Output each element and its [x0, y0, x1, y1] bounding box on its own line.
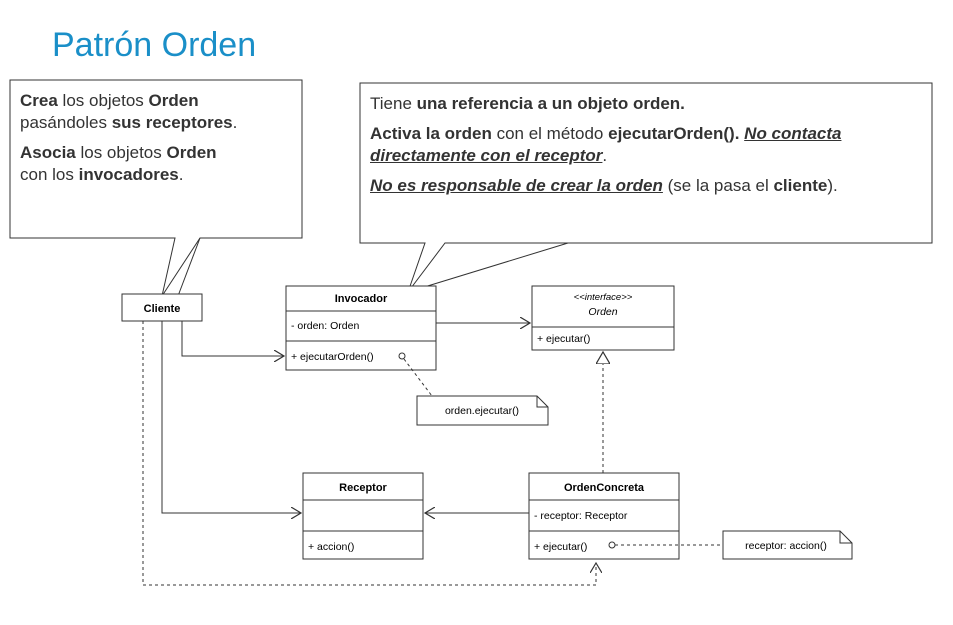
callout-left-p1-b2: Orden [148, 91, 199, 110]
callout-right-p2-b1: Activa la orden [370, 124, 492, 143]
callout-right-p2-t1: con el método [491, 124, 609, 143]
callout-right-p1-b1: una referencia a un objeto orden. [416, 94, 685, 113]
callout-left-box [9, 79, 303, 297]
orden-concreta-name: OrdenConcreta [564, 482, 645, 494]
class-orden-interface: <<interface>> Orden + ejecutar() [531, 285, 675, 351]
callout-right-p1-t1: Tiene [370, 94, 417, 113]
orden-stereotype: <<interface>> [574, 292, 633, 303]
callout-right-p1: Tiene una referencia a un objeto orden. [370, 93, 910, 115]
callout-right-p3-t2: ). [827, 176, 838, 195]
callout-right-p3-t1: (se la pasa el [662, 176, 774, 195]
callout-left-p1-t2: pasándoles [20, 113, 112, 132]
page-title: Patrón Orden [52, 26, 257, 64]
class-orden-concreta: OrdenConcreta - receptor: Receptor + eje… [528, 472, 680, 560]
callout-right-p2-b2: ejecutarOrden(). [608, 124, 740, 143]
callout-left-p1-b3: sus receptores [111, 113, 233, 132]
class-cliente: Cliente [121, 293, 203, 322]
orden-method: + ejecutar() [537, 333, 590, 345]
note-invocador: orden.ejecutar() [416, 395, 549, 426]
receptor-name: Receptor [339, 482, 387, 494]
callout-right-text: Tiene una referencia a un objeto orden. … [370, 93, 910, 205]
callout-right-p2-t3: . [602, 146, 608, 165]
class-receptor: Receptor + accion() [302, 472, 424, 560]
note-invocador-link [403, 358, 433, 397]
callout-left-p2-t3: . [178, 165, 184, 184]
invocador-name: Invocador [335, 293, 388, 305]
assoc-cliente-receptor [161, 321, 301, 513]
callout-left-pointer [177, 237, 201, 297]
class-invocador: Invocador - orden: Orden + ejecutarOrden… [285, 285, 437, 371]
callout-left-p2-t1: los objetos [75, 143, 167, 162]
note-concreta: receptor: accion() [722, 530, 853, 560]
callout-left-p2-t2: con los [20, 165, 79, 184]
orden-name: Orden [588, 306, 617, 318]
assoc-cliente-invocador [181, 321, 284, 356]
callout-left-p1-b1: Crea [20, 91, 58, 110]
callout-left-p1-t1: los objetos [57, 91, 149, 110]
callout-right-p3-b1: cliente [773, 176, 828, 195]
callout-left-p2-b1: Asocia [20, 143, 76, 162]
cliente-name: Cliente [144, 303, 181, 315]
callout-right-box [359, 82, 933, 293]
note-invocador-text: orden.ejecutar() [445, 405, 519, 417]
dep-cliente-ordenconcreta [142, 321, 596, 586]
callout-left-p2-b3: invocadores [78, 165, 179, 184]
callout-left-p1-t3: . [232, 113, 238, 132]
receptor-method: + accion() [308, 541, 354, 553]
callout-right-p3-bi1: No es responsable de crear la orden [370, 176, 663, 195]
callout-right-p2-bi1: No contacta directamente con el receptor [370, 124, 842, 165]
callout-left-p2-b2: Orden [166, 143, 217, 162]
invocador-method: + ejecutarOrden() [291, 351, 374, 363]
callout-left-p2: Asocia los objetos Orden con los invocad… [20, 142, 298, 186]
orden-concreta-method: + ejecutar() [534, 541, 587, 553]
callout-left-text: Crea los objetos Orden pasándoles sus re… [20, 90, 298, 194]
invocador-attr: - orden: Orden [291, 320, 359, 332]
callout-left-p1: Crea los objetos Orden pasándoles sus re… [20, 90, 298, 134]
orden-concreta-attr: - receptor: Receptor [534, 510, 628, 522]
callout-right-pointer [407, 242, 569, 293]
note-concreta-text: receptor: accion() [745, 540, 827, 552]
callout-right-p2: Activa la orden con el método ejecutarOr… [370, 123, 910, 167]
callout-right-p3: No es responsable de crear la orden (se … [370, 175, 910, 197]
